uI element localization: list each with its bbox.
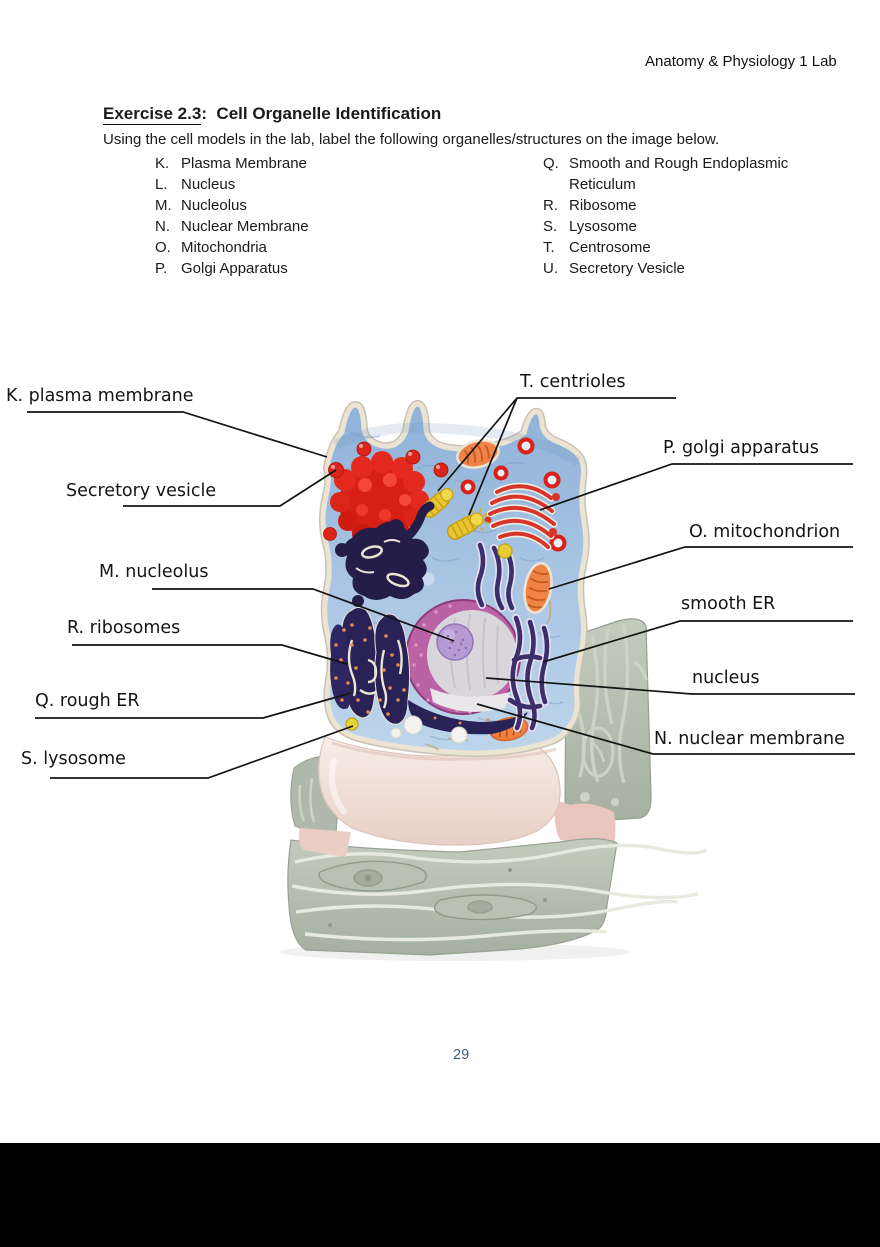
figure-label-mitochondrion: O. mitochondrion [689, 522, 841, 542]
cell-model-illustration [27, 397, 855, 961]
label-lines [27, 397, 855, 779]
figure-label-secretory-vesicle: Secretory vesicle [66, 481, 217, 501]
line-lysosome [50, 725, 354, 779]
line-plasma-membrane [27, 411, 328, 458]
line-secretory-vesicle [123, 469, 337, 507]
figure-label-ribosomes: R. ribosomes [67, 618, 181, 638]
figure-label-smooth-er: smooth ER [681, 594, 776, 614]
exercise-instructions: Using the cell models in the lab, label … [103, 131, 720, 148]
line-smooth-er [542, 620, 853, 663]
list-item: N.Nuclear Membrane [155, 218, 309, 235]
list-item: T.Centrosome [543, 239, 651, 256]
word-bank-left: K.Plasma Membrane L.Nucleus M.Nucleolus … [155, 153, 495, 279]
line-nuclear-membrane [476, 703, 855, 755]
list-item: P.Golgi Apparatus [155, 260, 288, 277]
list-item: K.Plasma Membrane [155, 155, 307, 172]
list-item: R.Ribosome [543, 197, 637, 214]
line-golgi [539, 463, 853, 511]
word-bank-right: Q.Smooth and Rough Endoplasmic Reticulum… [543, 153, 805, 279]
list-item: U.Secretory Vesicle [543, 260, 685, 277]
list-item: L.Nucleus [155, 176, 236, 193]
list-item: M.Nucleolus [155, 197, 247, 214]
matrix-base-block [287, 838, 708, 956]
secretory-vesicles [323, 437, 567, 552]
exercise-number: Exercise 2.3 [103, 104, 202, 125]
figure-label-lysosome: S. lysosome [21, 749, 126, 769]
figure-label-golgi: P. golgi apparatus [663, 438, 819, 458]
lysosomes [345, 543, 513, 731]
line-ribosomes [72, 644, 348, 665]
list-item: O.Mitochondria [155, 239, 267, 256]
figure-label-centrioles: T. centrioles [520, 372, 626, 392]
line-nucleus [485, 677, 855, 695]
vesicle-pearls [390, 715, 468, 744]
nucleus-shape [405, 599, 521, 715]
pink-strip-right [554, 800, 616, 844]
rough-er [330, 607, 528, 735]
page-header: Anatomy & Physiology 1 Lab [645, 53, 837, 70]
figure-label-plasma-membrane: K. plasma membrane [6, 386, 194, 406]
exercise-title-rest: : Cell Organelle Identification [201, 104, 442, 123]
bottom-black-bar [0, 1143, 880, 1247]
neighbor-cell [564, 618, 652, 823]
list-item: S.Lysosome [543, 218, 637, 235]
line-centrioles [437, 397, 676, 516]
nucleolus-shape [436, 623, 474, 661]
cell-base-pink [318, 736, 561, 846]
page-number: 29 [453, 1047, 470, 1063]
pink-strip-left [298, 828, 351, 857]
mitochondrion-right [523, 562, 553, 614]
figure-label-nucleolus: M. nucleolus [99, 562, 209, 582]
list-item: Q.Smooth and Rough Endoplasmic Reticulum [543, 155, 789, 193]
exercise-title: Exercise 2.3: Cell Organelle Identificat… [103, 104, 442, 125]
figure-label-nucleus: nucleus [692, 668, 760, 688]
line-nucleolus [152, 588, 455, 642]
figure-label-rough-er: Q. rough ER [35, 691, 140, 711]
line-rough-er [35, 692, 352, 719]
figure-label-nuclear-membrane: N. nuclear membrane [654, 729, 845, 749]
line-mitochondrion [548, 546, 853, 590]
